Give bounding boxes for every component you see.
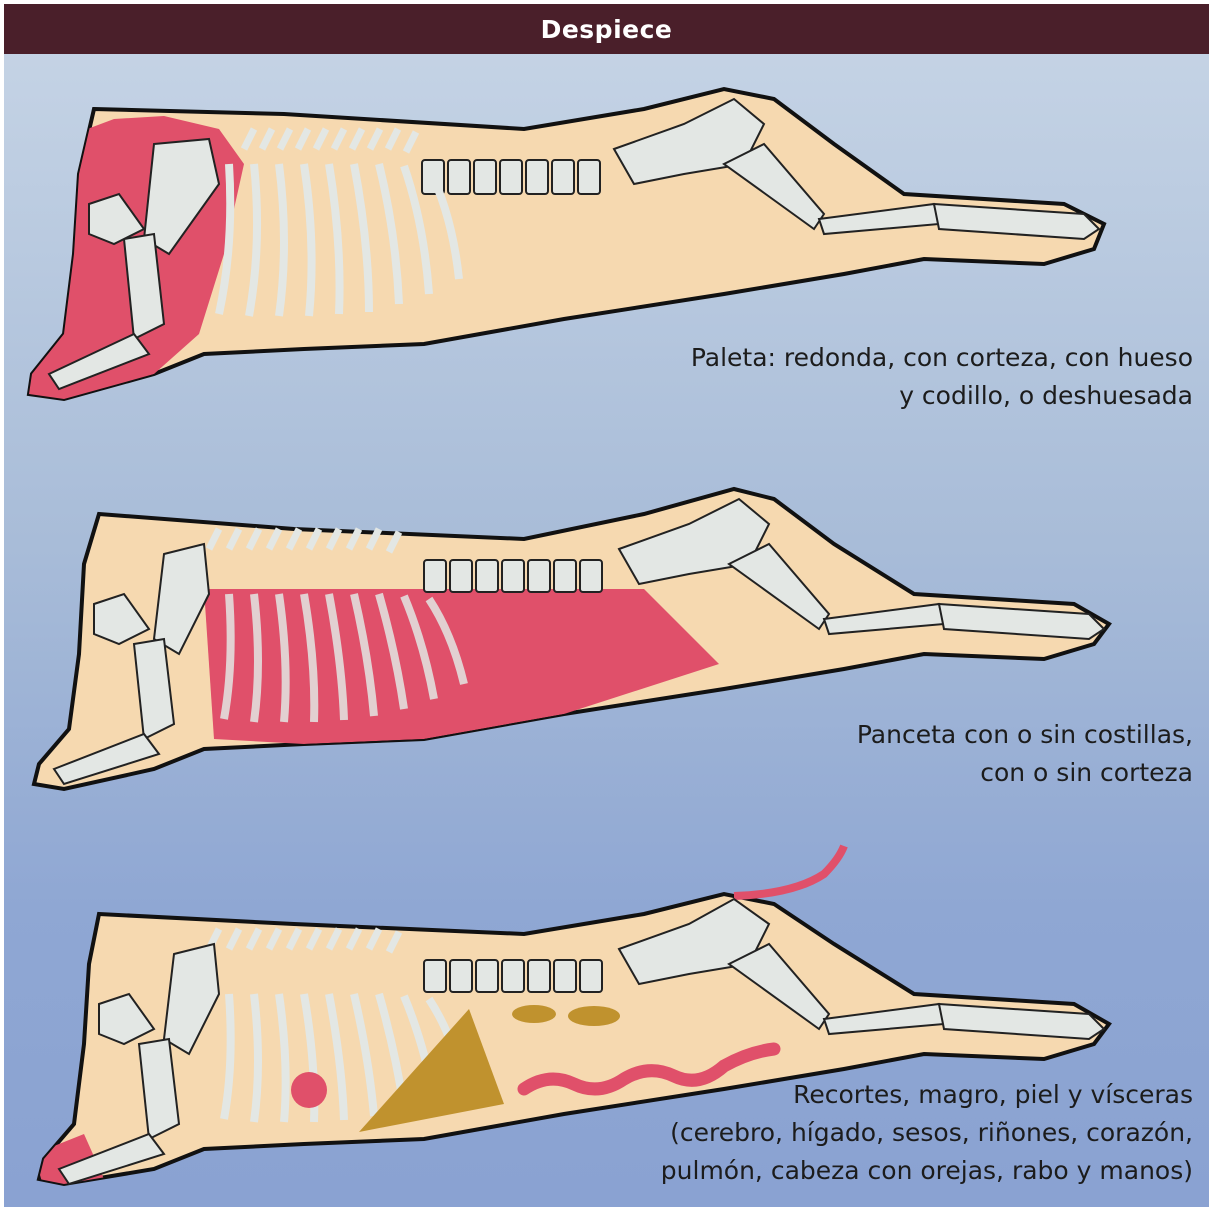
vertebrae bbox=[422, 160, 600, 194]
caption-line: pulmón, cabeza con orejas, rabo y manos) bbox=[661, 1152, 1193, 1190]
header-bar: Despiece bbox=[4, 4, 1209, 54]
panel-paleta: Paleta: redonda, con corteza, con hueso … bbox=[4, 54, 1209, 434]
caption-paleta: Paleta: redonda, con corteza, con hueso … bbox=[691, 339, 1193, 415]
kidney-right bbox=[568, 1006, 620, 1026]
caption-line: Recortes, magro, piel y vísceras bbox=[661, 1076, 1193, 1114]
panel-recortes: Recortes, magro, piel y vísceras (cerebr… bbox=[4, 834, 1209, 1207]
vertebrae bbox=[424, 960, 602, 992]
panel-panceta: Panceta con o sin costillas, con o sin c… bbox=[4, 444, 1209, 824]
header-title: Despiece bbox=[541, 15, 673, 44]
caption-line: (cerebro, hígado, sesos, riñones, corazó… bbox=[661, 1114, 1193, 1152]
caption-line: y codillo, o deshuesada bbox=[691, 377, 1193, 415]
heart bbox=[291, 1072, 327, 1108]
caption-line: Panceta con o sin costillas, bbox=[857, 716, 1193, 754]
caption-panceta: Panceta con o sin costillas, con o sin c… bbox=[857, 716, 1193, 792]
caption-line: Paleta: redonda, con corteza, con hueso bbox=[691, 339, 1193, 377]
diagram-frame: Despiece bbox=[4, 4, 1209, 1207]
tail bbox=[734, 846, 844, 896]
caption-line: con o sin corteza bbox=[857, 754, 1193, 792]
vertebrae bbox=[424, 560, 602, 592]
kidney-left bbox=[512, 1005, 556, 1023]
caption-recortes: Recortes, magro, piel y vísceras (cerebr… bbox=[661, 1076, 1193, 1190]
